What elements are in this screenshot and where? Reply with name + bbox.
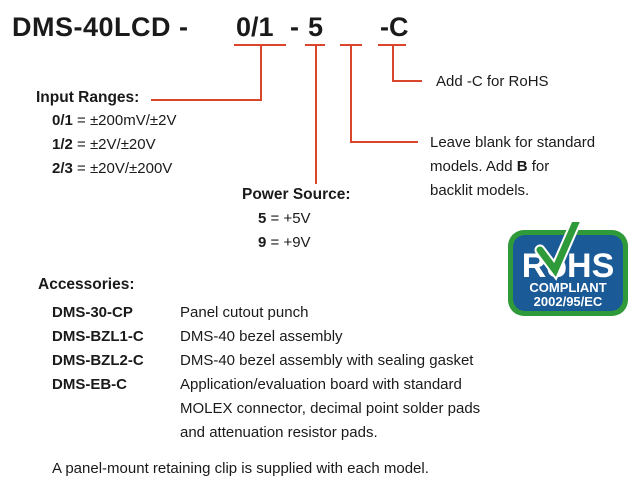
input-range-leader xyxy=(260,44,262,100)
input-range-leader-horizontal xyxy=(151,99,262,101)
accessory-code: DMS-BZL2-C xyxy=(52,352,144,369)
backlight-note-line3: backlit models. xyxy=(430,182,530,199)
rohs-compliant-badge: RoHS COMPLIANT 2002/95/EC xyxy=(508,222,628,316)
part-number-suffix: -C xyxy=(380,12,409,42)
accessory-desc-continued: and attenuation resistor pads. xyxy=(180,424,378,441)
part-number-input-segment: 0/1 xyxy=(236,12,274,42)
part-number-power-segment: 5 xyxy=(308,12,324,42)
backlight-leader-horizontal xyxy=(350,141,418,143)
accessory-desc: Panel cutout punch xyxy=(180,304,309,321)
backlight-leader xyxy=(350,44,352,142)
rohs-suffix-note: Add -C for RoHS xyxy=(436,73,549,90)
footer-note: A panel-mount retaining clip is supplied… xyxy=(52,460,429,477)
backlight-note-line1: Leave blank for standard xyxy=(430,134,596,151)
checkmark-icon xyxy=(536,222,580,277)
rohs-badge-line1: COMPLIANT xyxy=(529,280,606,295)
accessory-code: DMS-BZL1-C xyxy=(52,328,144,345)
accessory-desc: Application/evaluation board with standa… xyxy=(180,376,462,393)
part-number-dash: - xyxy=(290,12,299,42)
power-source-item: 9 = +9V xyxy=(258,234,311,251)
input-range-item: 0/1 = ±200mV/±2V xyxy=(52,112,177,129)
accessory-code: DMS-30-CP xyxy=(52,304,133,321)
suffix-leader-horizontal xyxy=(392,80,422,82)
accessory-code: DMS-EB-C xyxy=(52,376,127,393)
input-ranges-title: Input Ranges: xyxy=(36,89,140,106)
accessory-desc: DMS-40 bezel assembly xyxy=(180,328,343,345)
accessory-desc-continued: MOLEX connector, decimal point solder pa… xyxy=(180,400,481,417)
accessories-title: Accessories: xyxy=(38,276,135,293)
power-source-item: 5 = +5V xyxy=(258,210,311,227)
input-range-item: 1/2 = ±2V/±20V xyxy=(52,136,156,153)
power-leader xyxy=(315,44,317,184)
part-number-prefix: DMS-40LCD - xyxy=(12,12,189,42)
accessory-desc: DMS-40 bezel assembly with sealing gaske… xyxy=(180,352,474,369)
power-source-title: Power Source: xyxy=(242,186,351,203)
input-range-item: 2/3 = ±20V/±200V xyxy=(52,160,173,177)
rohs-badge-line2: 2002/95/EC xyxy=(534,294,603,309)
suffix-leader xyxy=(392,44,394,81)
backlight-note-line2: models. Add B for xyxy=(430,158,550,175)
